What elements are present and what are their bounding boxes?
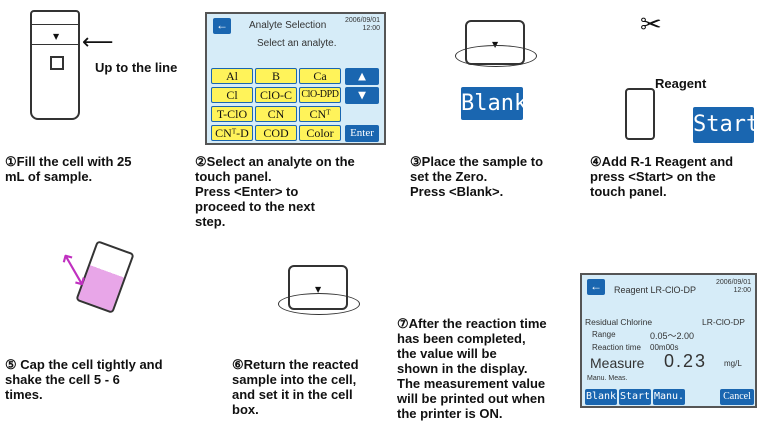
measure-value: 0.23 [664, 351, 708, 371]
analyte-t-clo[interactable]: T-ClO [211, 106, 253, 122]
step-6-text: ⑥Return the reacted sample into the cell… [232, 357, 359, 417]
up-to-line-label: Up to the line [95, 60, 178, 75]
screen-title: Analyte Selection [249, 20, 327, 31]
analyte-name: Residual Chlorine [585, 317, 653, 327]
analyte-clo-dpd[interactable]: ClO-DPD [299, 87, 341, 103]
screen-title-2: Reagent LR-ClO-DP [614, 285, 697, 295]
step-7-text: ⑦After the reaction time has been comple… [397, 316, 547, 421]
reaction-time-label: Reaction time [592, 343, 641, 352]
analyte-b[interactable]: B [255, 68, 297, 84]
enter-button[interactable]: Enter [345, 125, 379, 142]
back-button-2[interactable]: ← [587, 279, 605, 295]
analyte-clo-c[interactable]: ClO-C [255, 87, 297, 103]
range-label: Range [592, 330, 616, 339]
blank-button[interactable]: Blank [585, 389, 617, 405]
cell-box-ring-2 [278, 293, 360, 315]
analyte-cl[interactable]: Cl [211, 87, 253, 103]
step-3-text: ③Place the sample to set the Zero. Press… [410, 154, 544, 199]
analyte-cnt-d[interactable]: CNᵀ-D [211, 125, 253, 141]
arrow-icon: ⟵ [82, 30, 114, 55]
manual-button[interactable]: Manu. [653, 389, 685, 405]
start-button-illustration: Start [693, 107, 759, 143]
screen-subtitle: Select an analyte. [257, 38, 337, 49]
unit-label: mg/L [724, 359, 742, 368]
range-value: 0.05～2.00 [650, 331, 695, 341]
analyte-cn[interactable]: CN [255, 106, 297, 122]
step-5-text: ⑤ Cap the cell tightly and shake the cel… [5, 357, 163, 402]
method-name: LR-ClO-DP [702, 317, 745, 327]
scroll-down-button[interactable]: ▼ [345, 87, 379, 104]
analyte-color[interactable]: Color [299, 125, 341, 141]
back-button[interactable]: ← [213, 18, 231, 34]
step-1-text: ①Fill the cell with 25 mL of sample. [5, 154, 132, 184]
step-2-text: ②Select an analyte on the touch panel. P… [195, 154, 355, 229]
analyte-ca[interactable]: Ca [299, 68, 341, 84]
sample-cell-small [625, 88, 655, 140]
start-button[interactable]: Start [619, 389, 651, 405]
mode-label: Manu. Meas. [587, 375, 628, 382]
analyte-cod[interactable]: COD [255, 125, 297, 141]
step-4-text: ④Add R-1 Reagent and press <Start> on th… [590, 154, 734, 199]
reaction-time-value: 00m00s [650, 343, 679, 352]
analyte-cnt[interactable]: CNᵀ [299, 106, 341, 122]
scissors-icon: ✂ [640, 10, 662, 40]
scroll-up-button[interactable]: ▲ [345, 68, 379, 85]
analyte-al[interactable]: Al [211, 68, 253, 84]
blank-button-illustration: Blank [461, 87, 527, 120]
reagent-label: Reagent [655, 76, 707, 91]
sample-cell: ▼ [30, 10, 80, 120]
measure-label: Measure [590, 355, 645, 371]
cancel-button[interactable]: Cancel [720, 389, 754, 405]
cell-box-ring [455, 45, 537, 67]
